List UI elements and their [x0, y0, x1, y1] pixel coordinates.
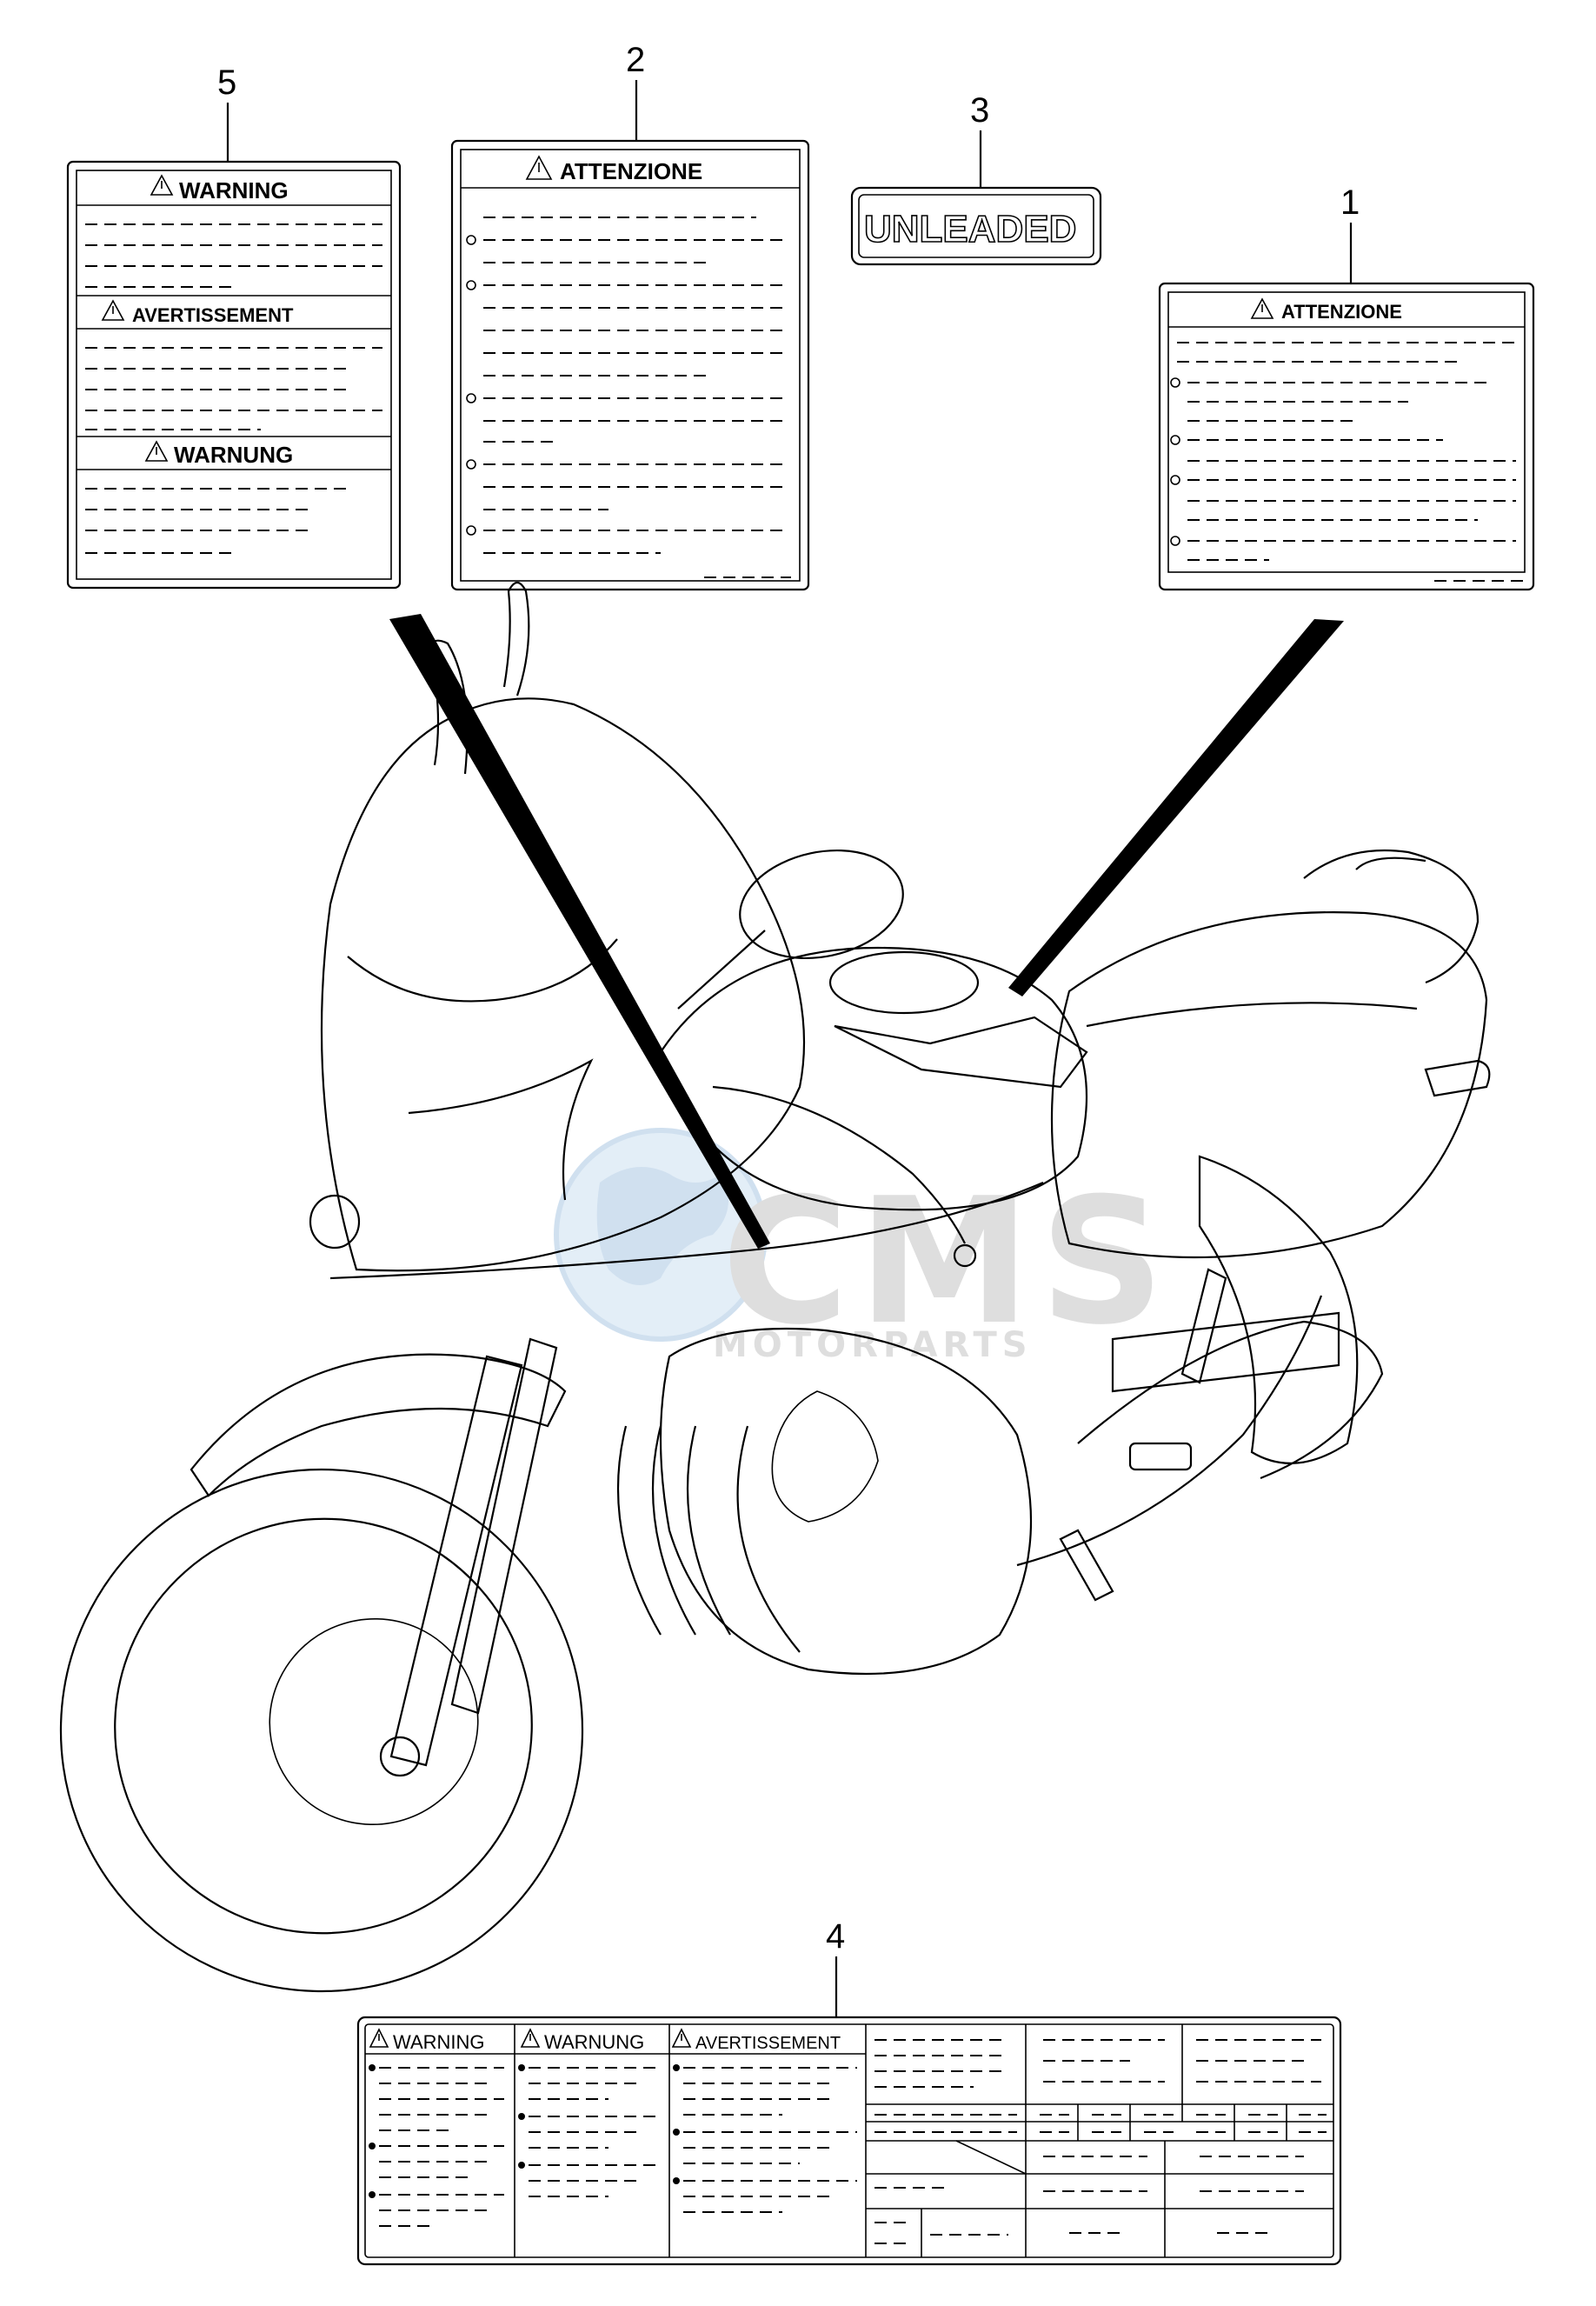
bullet-icon: [466, 235, 476, 245]
label-5[interactable]: 5 WARNING AVERTISSEMENT WARNUNG: [66, 63, 402, 590]
bullet-icon: [518, 2113, 525, 2120]
watermark: CMS MOTORPARTS: [554, 1128, 1165, 1365]
leader-wedge-left: [389, 614, 770, 1249]
bullet-icon: [369, 2143, 376, 2149]
label2-heading: ATTENZIONE: [560, 158, 702, 184]
warning-triangle-icon: [671, 2028, 692, 2048]
label4-heading-warning: WARNING: [393, 2031, 485, 2053]
label5-heading-avertissement: AVERTISSEMENT: [132, 304, 294, 326]
warning-triangle-icon: [525, 155, 553, 180]
label1-heading: ATTENZIONE: [1281, 301, 1402, 323]
warning-triangle-icon: [144, 440, 169, 462]
label4-heading-warnung: WARNUNG: [544, 2031, 644, 2053]
bullet-icon: [673, 2177, 680, 2184]
bullet-icon: [673, 2129, 680, 2136]
bullet-icon: [1170, 536, 1180, 546]
label-1[interactable]: 1 ATTENZIONE: [1158, 183, 1535, 591]
bullet-icon: [1170, 475, 1180, 485]
warning-triangle-icon: [1250, 297, 1274, 319]
warning-triangle-icon: [101, 299, 125, 321]
bullet-icon: [466, 393, 476, 403]
callout-3: 3: [970, 91, 989, 130]
bullet-icon: [369, 2064, 376, 2071]
label5-heading-warnung: WARNUNG: [174, 442, 293, 468]
watermark-tagline: MOTORPARTS: [713, 1325, 1033, 1365]
leader-wedge-right: [1008, 619, 1344, 996]
warning-triangle-icon: [520, 2028, 541, 2048]
warning-triangle-icon: [150, 174, 174, 196]
bullet-icon: [466, 280, 476, 290]
bullet-icon: [466, 525, 476, 536]
label-4[interactable]: 4 WARNING WARNUNG: [356, 1917, 1342, 2266]
bullet-icon: [518, 2162, 525, 2169]
label-3[interactable]: 3 UNLEADED: [850, 91, 1102, 266]
warning-triangle-icon: [369, 2028, 389, 2048]
bullet-icon: [1170, 435, 1180, 445]
motorcycle-drawing: [59, 581, 1491, 1993]
callout-5: 5: [217, 63, 236, 102]
callout-1: 1: [1340, 183, 1360, 222]
bullet-icon: [1170, 377, 1180, 388]
bullet-icon: [466, 459, 476, 470]
bullet-icon: [673, 2064, 680, 2071]
bullet-icon: [518, 2064, 525, 2071]
label4-heading-avertissement: AVERTISSEMENT: [695, 2034, 841, 2053]
callout-2: 2: [626, 41, 645, 79]
label3-unleaded: UNLEADED: [864, 208, 1076, 250]
label-2[interactable]: 2 ATTENZIONE: [450, 41, 810, 591]
callout-4: 4: [826, 1917, 845, 1956]
label5-heading-warning: WARNING: [179, 177, 289, 203]
bullet-icon: [369, 2191, 376, 2198]
